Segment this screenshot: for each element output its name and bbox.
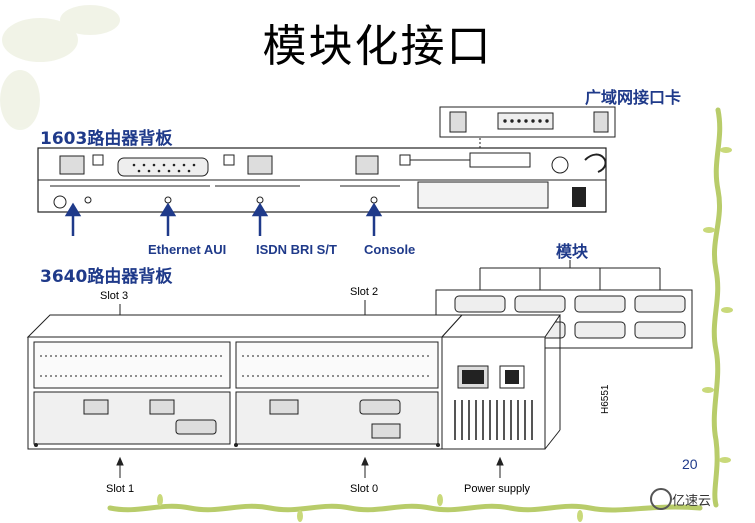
slot-2-label: Slot 2	[350, 286, 379, 298]
router-1603-heading: 1603路由器背板	[40, 129, 173, 149]
watermark-text: 亿速云	[672, 494, 712, 509]
slot-3-label: Slot 3	[100, 290, 129, 302]
ethernet-aui-label: Ethernet AUI	[148, 242, 227, 257]
page-title: 模块化接口	[262, 21, 493, 72]
isdn-bri-label: ISDN BRI S/T	[256, 242, 337, 257]
page-number: 20	[682, 456, 698, 472]
slot-0-label: Slot 0	[350, 483, 379, 495]
router-3640-heading: 3640路由器背板	[40, 267, 173, 287]
wan-interface-card	[439, 106, 616, 138]
watermark-logo-icon	[650, 488, 672, 510]
slot-1-label: Slot 1	[106, 483, 135, 495]
wan-card-label: 广域网接口卡	[585, 88, 682, 107]
console-label: Console	[364, 242, 416, 257]
modules-label: 模块	[556, 242, 589, 261]
power-supply-label: Power supply	[464, 483, 531, 495]
figure-id: H6551	[600, 384, 611, 414]
